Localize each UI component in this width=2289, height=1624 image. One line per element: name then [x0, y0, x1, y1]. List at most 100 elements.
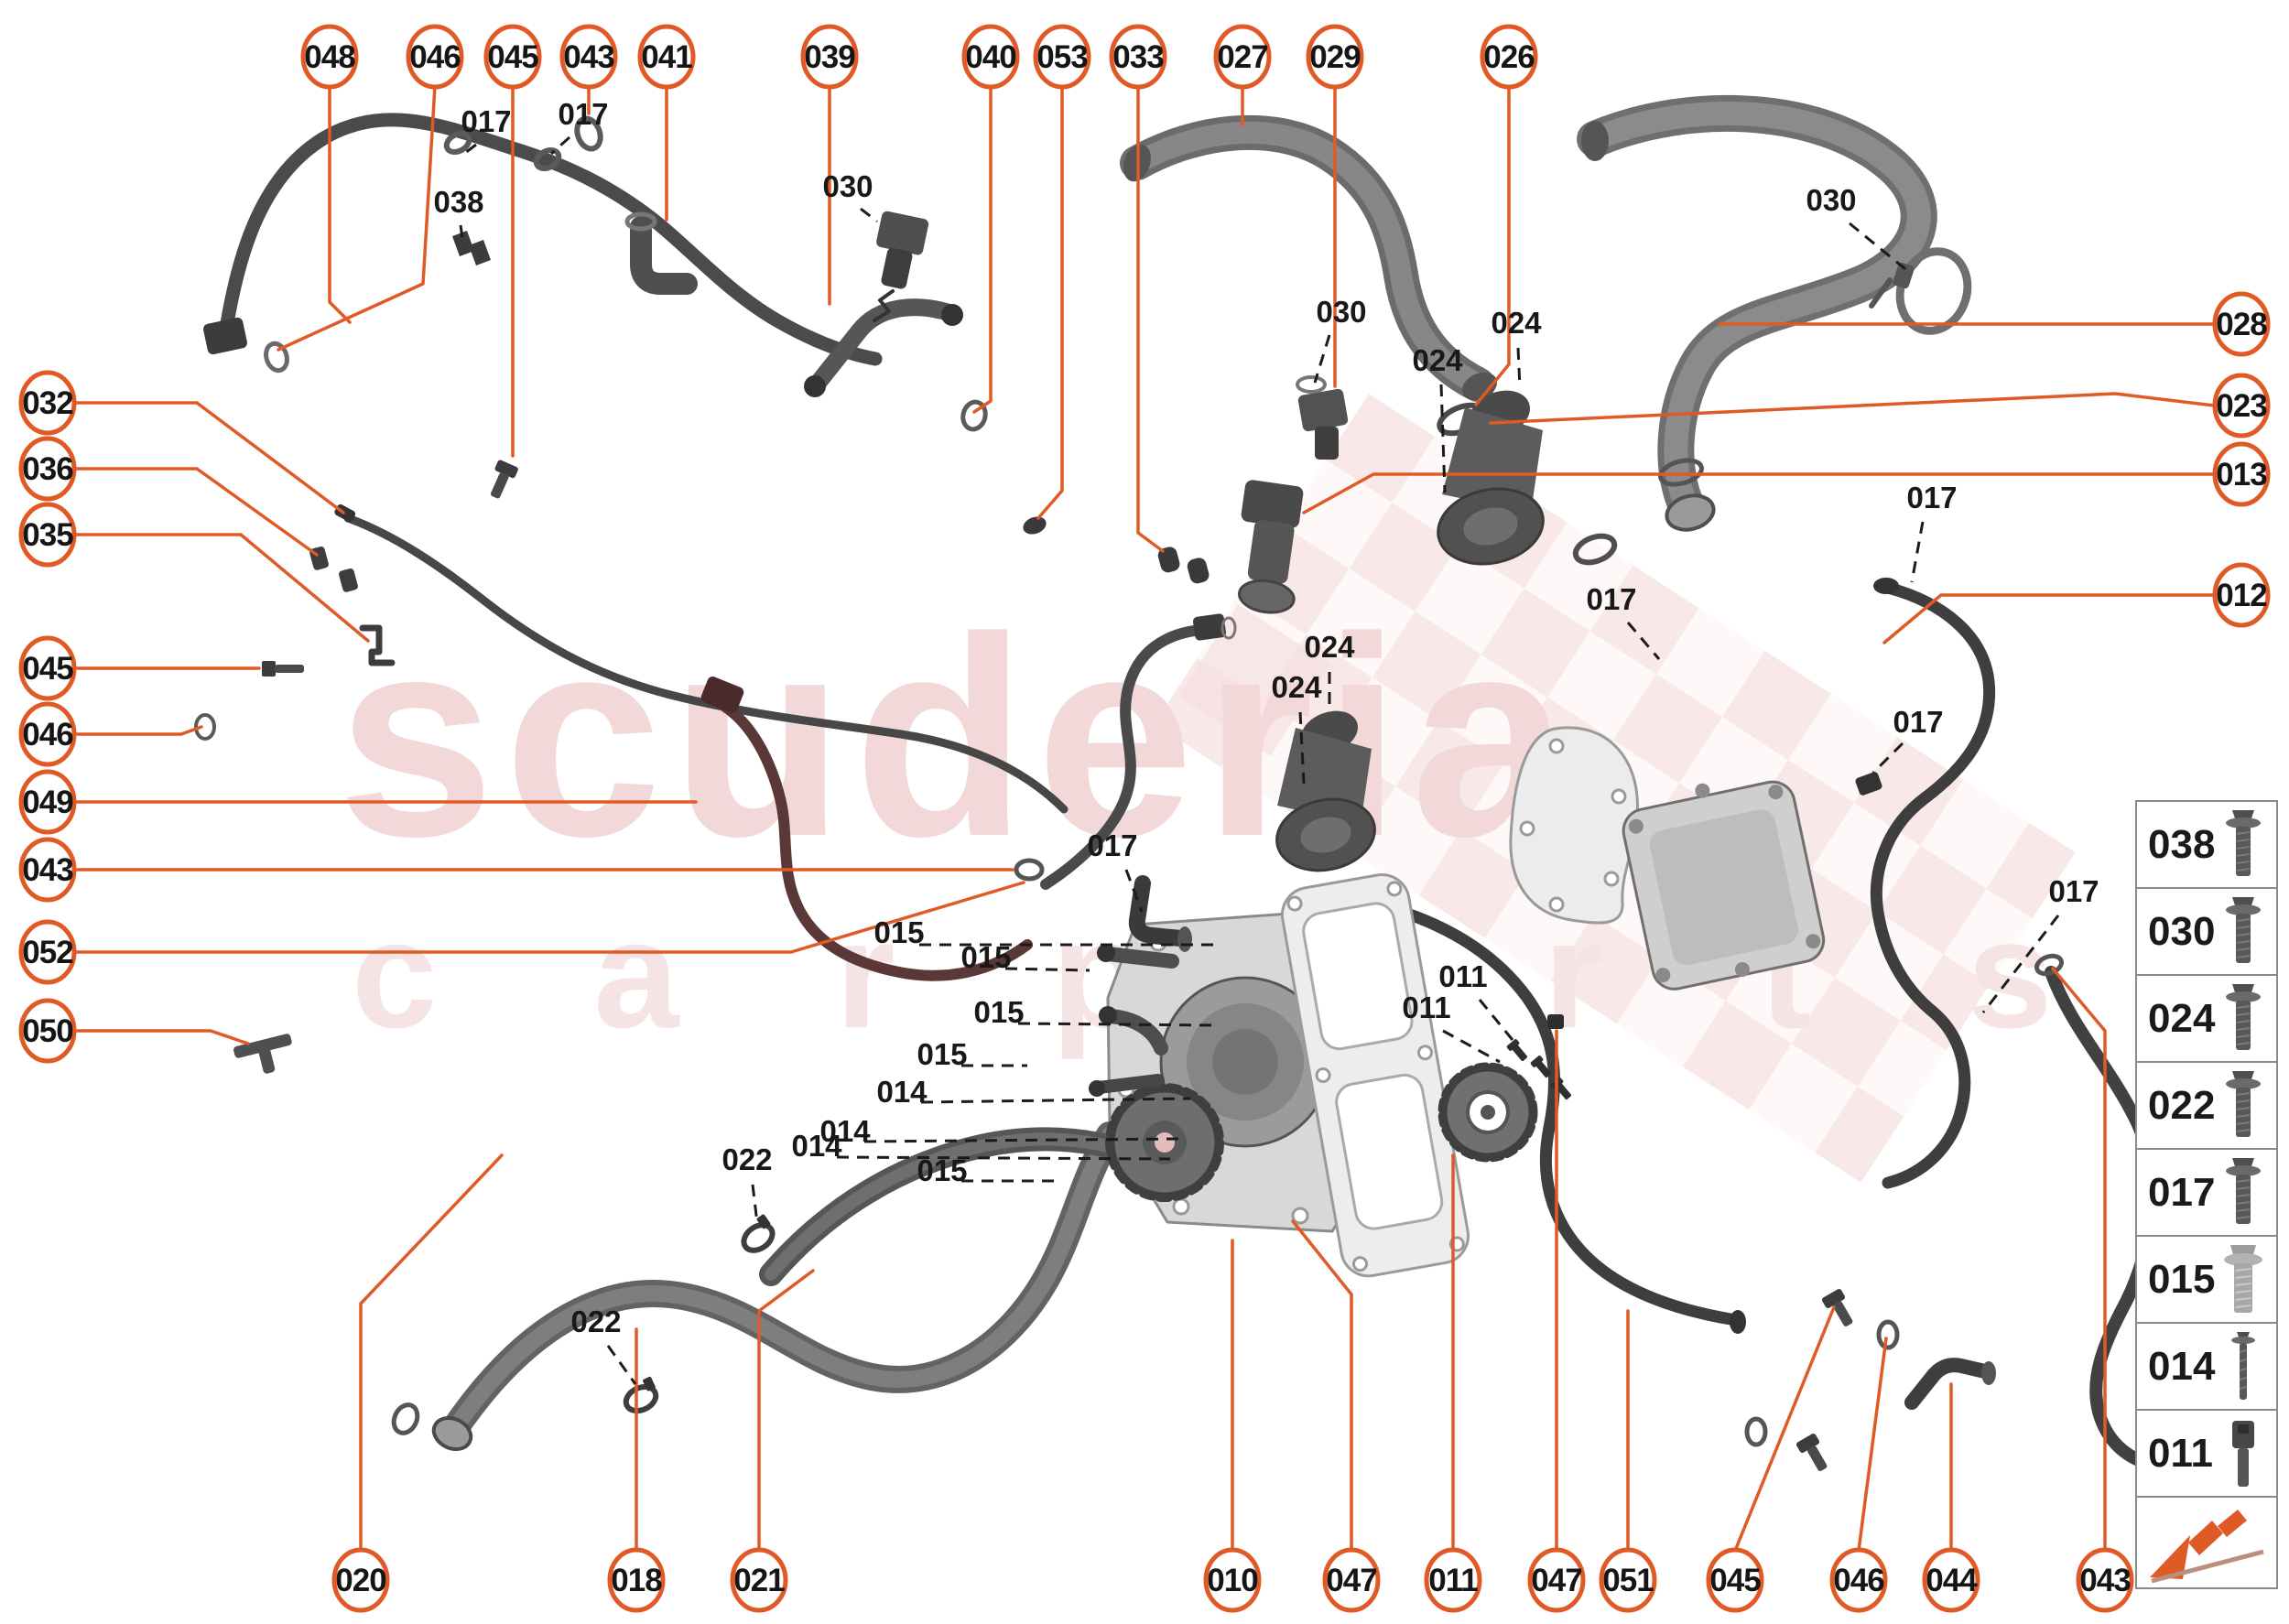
- part-label-014: 014: [876, 1075, 1191, 1109]
- throttle-body-lower: [1275, 710, 1376, 872]
- callout-number: 012: [2216, 578, 2267, 613]
- callout-046: 046: [1829, 1337, 1888, 1613]
- sprocket-teeth: [1437, 1062, 1538, 1163]
- label-dash-line: [1017, 1022, 1219, 1027]
- callout-043: 043: [18, 837, 1014, 903]
- callout-line: [277, 84, 437, 352]
- callout-035: 035: [18, 502, 370, 643]
- part-label-number: 014: [791, 1129, 842, 1163]
- clamp-022: [623, 1376, 659, 1414]
- o-ring-043: [2034, 953, 2065, 977]
- legend-row-011: 011: [2135, 1409, 2278, 1498]
- part-label-number: 017: [461, 104, 511, 138]
- callout-circle: [1922, 1547, 1980, 1613]
- ring-043: [1014, 858, 1045, 882]
- legend-row-038: 038: [2135, 800, 2278, 889]
- grommet-033: [1157, 547, 1180, 573]
- sensor-wire: [873, 289, 895, 322]
- callout-021: 021: [730, 1269, 815, 1613]
- label-dash-line: [1313, 334, 1331, 384]
- callout-047: 047: [1527, 1029, 1586, 1613]
- callout-number: 044: [1926, 1563, 1978, 1598]
- part-label-number: 015: [973, 995, 1024, 1029]
- hex-flange-bolt-icon: [2219, 980, 2267, 1058]
- part-label-015: 015: [960, 940, 1090, 974]
- label-dash-line: [1478, 999, 1514, 1041]
- callout-number: 011: [1428, 1563, 1478, 1598]
- pipe-flange: [941, 304, 963, 326]
- part-label-number: 024: [1304, 630, 1355, 664]
- callout-circle: [1527, 1547, 1586, 1613]
- clip-036: [339, 568, 358, 592]
- callout-line: [972, 84, 993, 414]
- callout-number: 021: [733, 1563, 785, 1598]
- clamp-tail: [1869, 277, 1893, 309]
- part-label-017: 017: [1871, 705, 1944, 774]
- hose-cuff: [1461, 372, 1498, 401]
- window-gasket-047: [1280, 873, 1470, 1278]
- part-label-number: 030: [1316, 295, 1366, 329]
- callout-010: 010: [1203, 1239, 1262, 1613]
- clamp-ring-041: [624, 211, 657, 232]
- clamp-040: [960, 399, 988, 432]
- part-label-030: 030: [1313, 295, 1367, 384]
- callout-circle: [1203, 1547, 1262, 1613]
- callout-number: 028: [2216, 307, 2267, 342]
- callout-number: 040: [965, 39, 1016, 75]
- callout-circle: [2212, 291, 2271, 357]
- legend-row-017: 017: [2135, 1148, 2278, 1237]
- callout-line: [73, 467, 319, 557]
- callout-circle: [559, 24, 618, 90]
- part-label-011: 011: [1402, 991, 1501, 1064]
- part-label-022: 022: [721, 1142, 773, 1224]
- callout-048: 048: [300, 24, 359, 324]
- pipe-end-fitting: [1730, 1310, 1746, 1334]
- label-dash-line: [1124, 869, 1144, 913]
- hex-flange-bolt-icon: [2219, 1066, 2267, 1145]
- callout-number: 027: [1217, 39, 1267, 75]
- callout-046: 046: [18, 701, 203, 767]
- callout-circle: [2212, 562, 2271, 628]
- part-label-015: 015: [917, 1037, 1027, 1071]
- callout-number: 036: [22, 451, 73, 487]
- legend-row-015: 015: [2135, 1235, 2278, 1324]
- callout-line: [2051, 967, 2107, 1553]
- callout-013: 013: [1302, 441, 2271, 514]
- part-label-030: 030: [822, 169, 878, 223]
- callout-line: [73, 533, 370, 643]
- legend-part-number: 038: [2148, 821, 2216, 867]
- label-dash-line: [1442, 1029, 1501, 1064]
- hex-flange-bolt-icon: [2219, 893, 2267, 971]
- vent-line-hose: [343, 514, 1069, 814]
- callout-circle: [1213, 24, 1272, 90]
- callout-number: 035: [22, 517, 73, 553]
- label-dash-line: [863, 1137, 1180, 1143]
- label-dash-line: [836, 1155, 1171, 1161]
- callout-043: 043: [2051, 967, 2134, 1613]
- callout-number: 039: [804, 39, 855, 75]
- callout-number: 047: [1326, 1563, 1376, 1598]
- callout-circle: [18, 998, 77, 1064]
- callout-number: 023: [2216, 388, 2267, 424]
- callout-line: [73, 1029, 250, 1045]
- callout-line: [1733, 1305, 1836, 1553]
- callout-032: 032: [18, 370, 345, 514]
- part-label-number: 015: [960, 940, 1011, 974]
- callout-number: 053: [1036, 39, 1088, 75]
- connector-029: [1297, 388, 1349, 432]
- part-label-number: 030: [822, 169, 873, 203]
- elbow-flange: [1981, 1361, 1996, 1385]
- label-dash-line: [1439, 384, 1447, 493]
- legend-part-number: 017: [2148, 1169, 2216, 1215]
- callout-circle: [1322, 1547, 1381, 1613]
- gasket-holes: [1519, 738, 1627, 913]
- callout-line: [73, 881, 1025, 954]
- hose-connector-048: [203, 317, 247, 355]
- callout-line: [1489, 392, 2216, 425]
- label-dash-line: [549, 135, 571, 156]
- part-label-015: 015: [917, 1153, 1062, 1187]
- callout-circle: [18, 436, 77, 502]
- part-label-015: 015: [873, 915, 1218, 949]
- clamp-022: [741, 1214, 776, 1253]
- part-label-024: 024: [1271, 670, 1322, 785]
